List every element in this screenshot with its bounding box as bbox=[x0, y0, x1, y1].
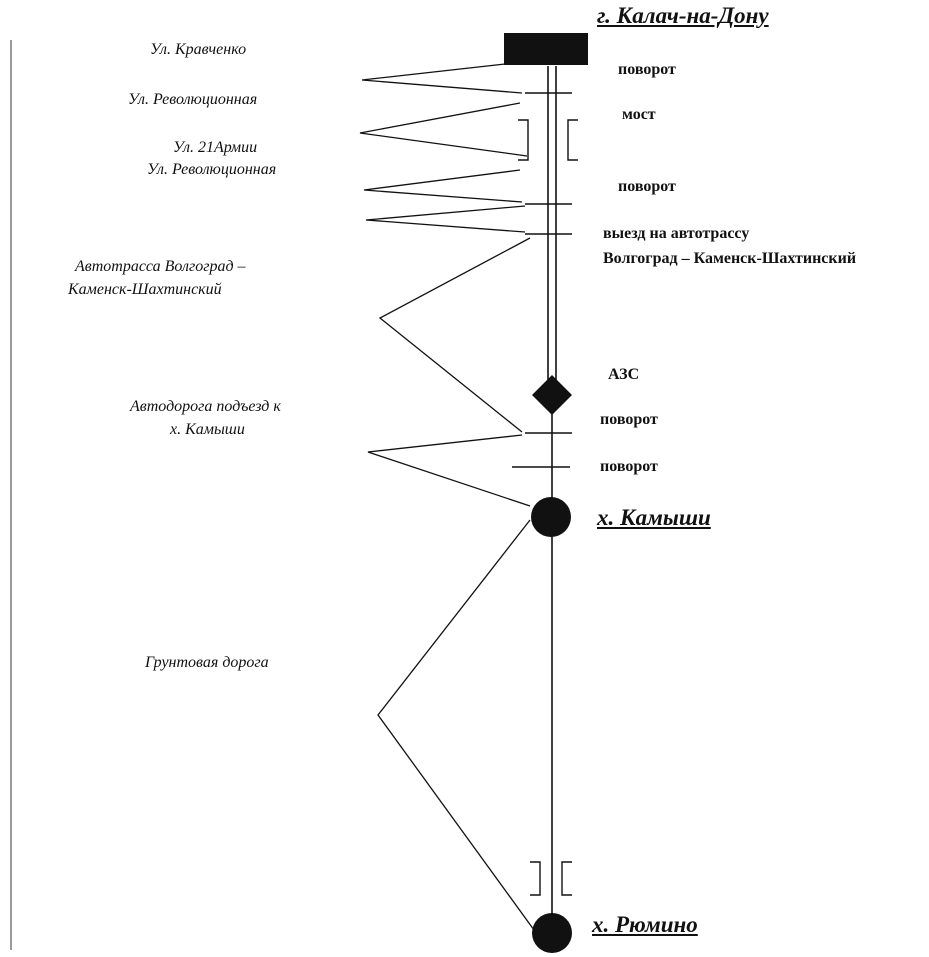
leader-dirt-road bbox=[377, 519, 535, 931]
access-road-label-line2: х. Камыши bbox=[170, 421, 245, 438]
kamyshi-label: х. Камыши bbox=[597, 505, 711, 530]
gas-station-marker bbox=[532, 375, 572, 415]
lower-bridge-bracket-left bbox=[530, 861, 541, 896]
leader-street2 bbox=[359, 102, 528, 157]
turn4-label: поворот bbox=[600, 458, 658, 475]
start-city-label: г. Калач-на-Дону bbox=[597, 3, 769, 28]
street2-label: Ул. Революционная bbox=[128, 91, 258, 108]
highway-label-line2: Каменск-Шахтинский bbox=[68, 281, 222, 298]
leader-highway bbox=[378, 237, 531, 433]
leader-street1 bbox=[361, 63, 523, 94]
bridge-label: мост bbox=[622, 106, 656, 123]
highway-label-line1: Автотрасса Волгоград – bbox=[75, 258, 246, 275]
dirt-road-label: Грунтовая дорога bbox=[145, 654, 269, 671]
street3-label: Ул. 21Армии bbox=[173, 139, 258, 156]
street1-label: Ул. Кравченко bbox=[150, 41, 247, 58]
leader-street4 bbox=[363, 169, 523, 203]
street4-label: Ул. Революционная bbox=[147, 161, 277, 178]
bridge-bracket-right bbox=[567, 119, 578, 161]
gas-station-label: АЗС bbox=[608, 366, 640, 383]
ryumino-label: х. Рюмино bbox=[592, 912, 698, 937]
exit-label-line2: Волгоград – Каменск-Шахтинский bbox=[603, 250, 857, 267]
ryumino-marker bbox=[532, 913, 572, 953]
turn3-label: поворот bbox=[600, 411, 658, 428]
kamyshi-marker bbox=[531, 497, 571, 537]
lower-bridge-bracket-right bbox=[561, 861, 572, 896]
leader-access bbox=[367, 434, 531, 507]
turn1-label: поворот bbox=[618, 61, 676, 78]
bridge-bracket-left bbox=[518, 119, 529, 161]
exit-label-line1: выезд на автотрассу bbox=[603, 225, 750, 242]
page-edge-line bbox=[10, 40, 12, 950]
turn2-label: поворот bbox=[618, 178, 676, 195]
access-road-label-line1: Автодорога подъезд к bbox=[130, 398, 281, 415]
start-city-marker bbox=[504, 33, 588, 65]
leader-exit bbox=[365, 205, 526, 233]
